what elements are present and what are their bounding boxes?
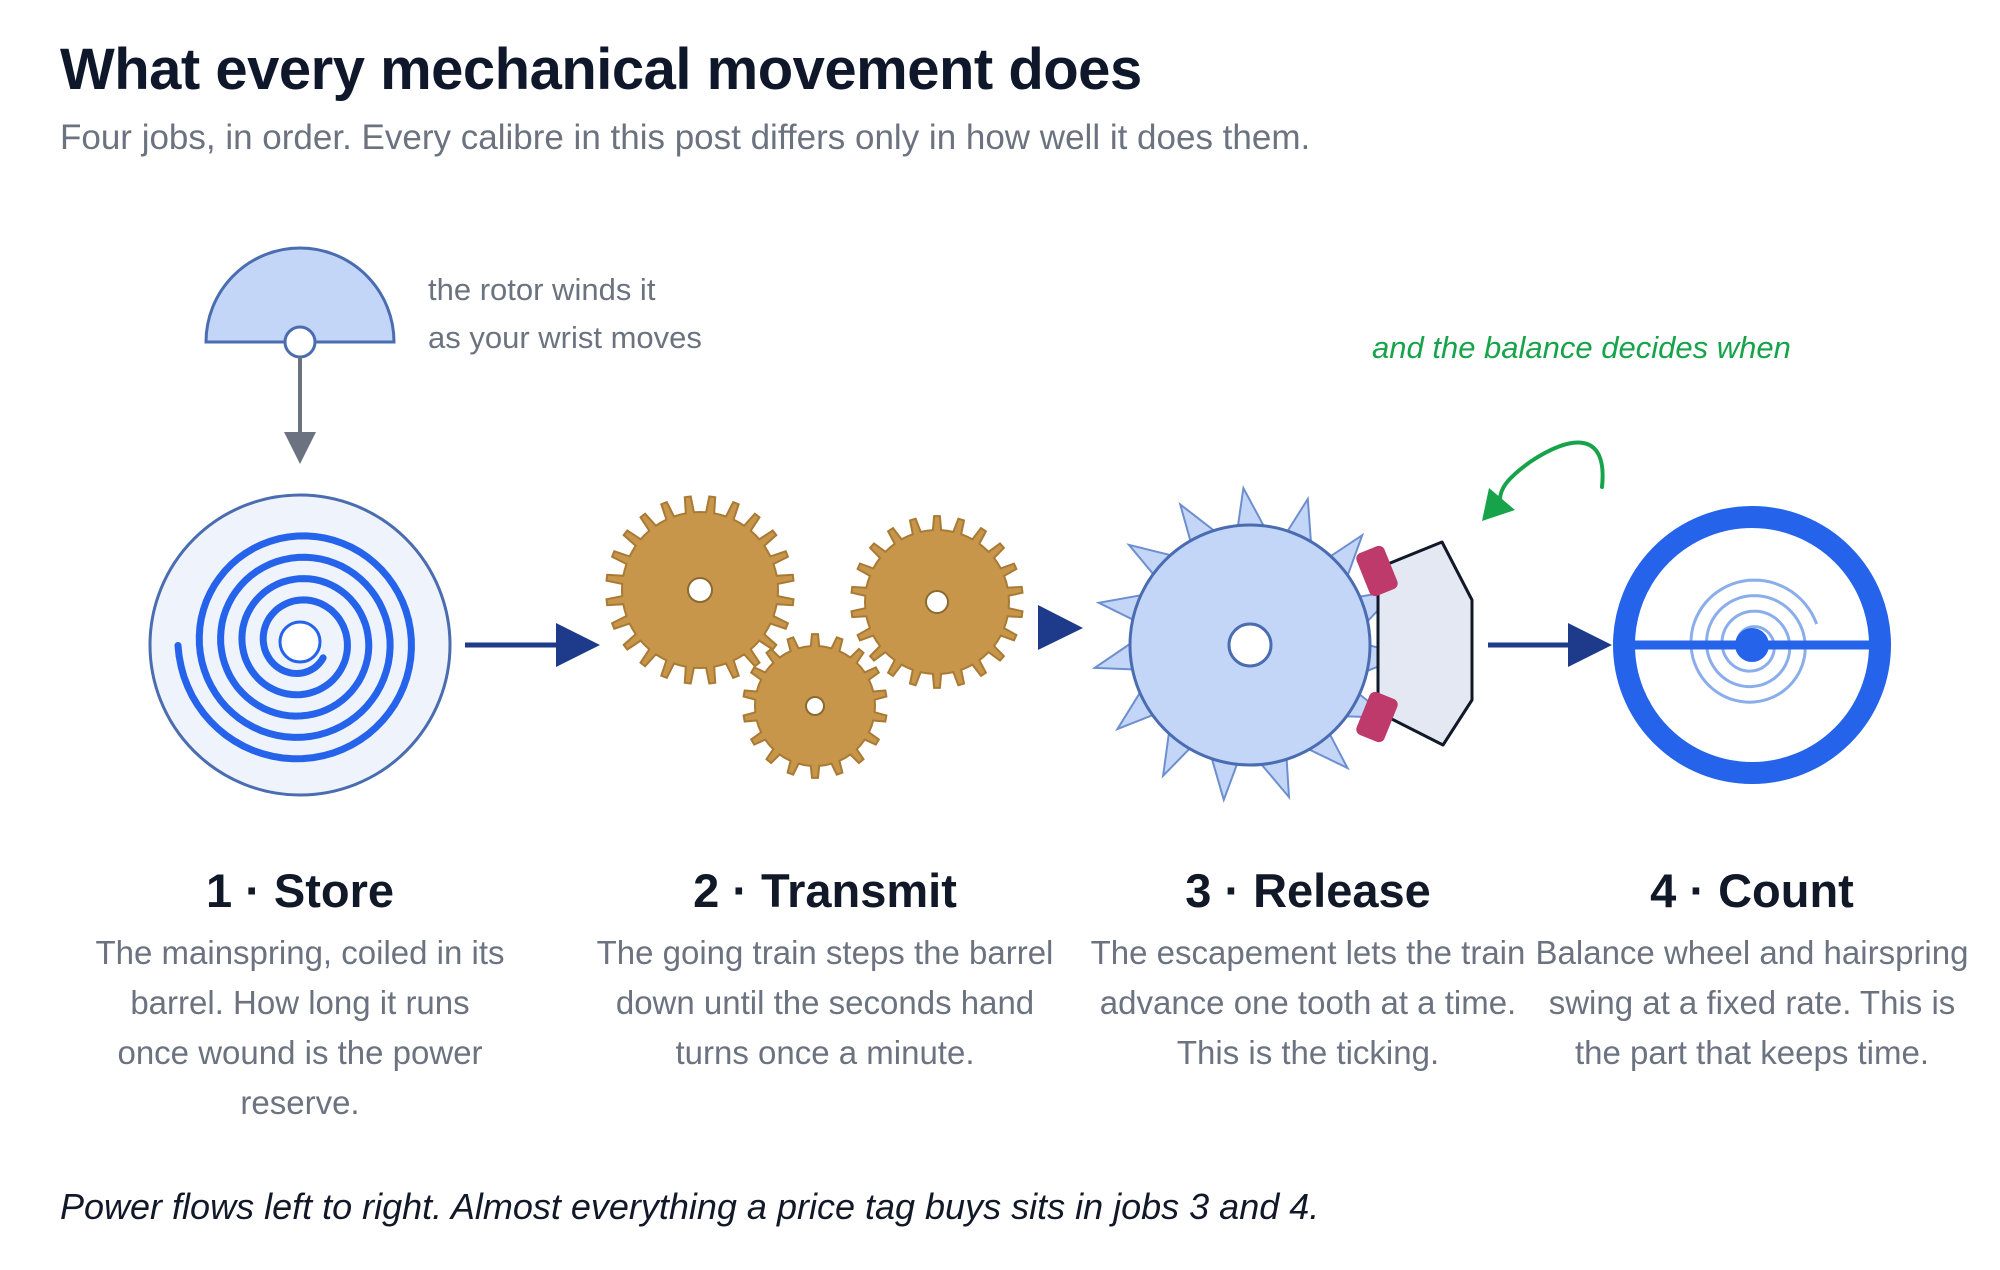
balance-wheel-icon xyxy=(1613,506,1891,784)
rotor-annotation: the rotor winds it as your wrist moves xyxy=(428,266,702,362)
footer-note: Power flows left to right. Almost everyt… xyxy=(60,1186,1320,1227)
balance-note-arrow xyxy=(1482,440,1605,521)
gear-train-icon xyxy=(605,495,1024,779)
step-description: The going train steps the barrel down un… xyxy=(596,934,1054,1071)
step-store: 1 · Store The mainspring, coiled in its … xyxy=(70,860,530,1128)
rotor-icon xyxy=(204,246,396,464)
step-title: 1 · Store xyxy=(205,864,395,917)
rotor-annotation-line-2: as your wrist moves xyxy=(428,320,702,355)
flow-arrow-2 xyxy=(1038,605,1083,650)
pallet-fork-icon xyxy=(1356,540,1474,747)
step-title: 2 · Transmit xyxy=(693,864,957,917)
mainspring-icon xyxy=(148,493,452,797)
escape-wheel-icon xyxy=(1091,484,1410,803)
step-count: 4 · Count Balance wheel and hairspring s… xyxy=(1522,860,1982,1078)
flow-arrow-3 xyxy=(1488,623,1612,667)
step-description: The escapement lets the train advance on… xyxy=(1090,934,1526,1071)
page-title: What every mechanical movement does xyxy=(60,37,1142,102)
step-title: 4 · Count xyxy=(1650,864,1854,917)
balance-annotation: and the balance decides when xyxy=(1372,330,1791,365)
step-description: The mainspring, coiled in its barrel. Ho… xyxy=(95,934,505,1121)
flow-arrow-1 xyxy=(465,623,600,667)
gear-large-icon xyxy=(605,495,795,685)
gear-right-icon xyxy=(850,515,1024,689)
step-description: Balance wheel and hairspring swing at a … xyxy=(1535,934,1969,1071)
step-transmit: 2 · Transmit The going train steps the b… xyxy=(595,860,1055,1078)
step-release: 3 · Release The escapement lets the trai… xyxy=(1078,860,1538,1078)
rotor-annotation-line-1: the rotor winds it xyxy=(428,272,656,307)
gear-small-icon xyxy=(742,633,888,779)
step-title: 3 · Release xyxy=(1185,864,1431,917)
page-subtitle: Four jobs, in order. Every calibre in th… xyxy=(60,118,1311,157)
